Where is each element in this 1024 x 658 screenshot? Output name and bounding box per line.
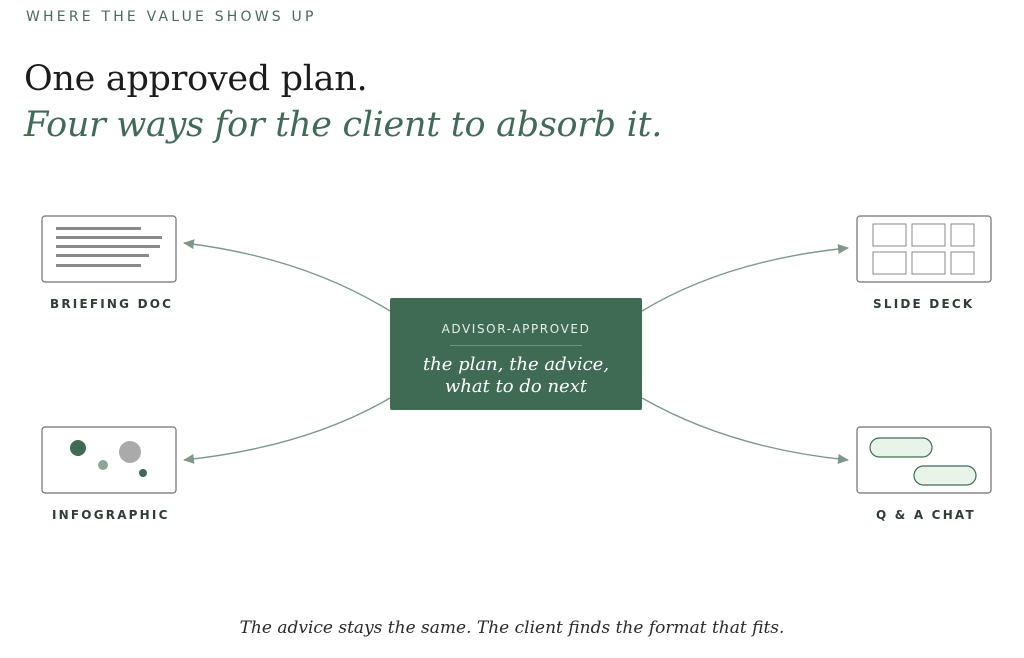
qa-chat-label: Q & A CHAT — [876, 508, 976, 522]
center-description-line-1: the plan, the advice, — [422, 354, 610, 375]
advisor-approved-label: ADVISOR-APPROVED — [441, 322, 591, 336]
footer-caption: The advice stays the same. The client fi… — [239, 618, 785, 638]
page-title: One approved plan. — [24, 59, 368, 99]
section-eyebrow: WHERE THE VALUE SHOWS UP — [26, 9, 317, 25]
slide-deck-icon — [856, 215, 992, 283]
arrow-to-infographic — [183, 397, 391, 464]
arrow-to-qa-chat — [641, 397, 849, 464]
infographic-icon — [41, 426, 177, 494]
arrow-to-briefing-doc — [183, 239, 391, 312]
center-description-line-2: what to do next — [444, 376, 588, 397]
center-description: the plan, the advice, what to do next — [390, 354, 642, 398]
page-subtitle: Four ways for the client to absorb it. — [24, 105, 663, 145]
center-divider — [450, 345, 582, 346]
qa-chat-icon — [856, 426, 992, 494]
arrow-to-slide-deck — [641, 244, 849, 312]
infographic-label: INFOGRAPHIC — [52, 508, 170, 522]
slide-deck-label: SLIDE DECK — [873, 297, 975, 311]
briefing-doc-icon — [41, 215, 177, 283]
briefing-doc-label: BRIEFING DOC — [50, 297, 174, 311]
advisor-approved-box: ADVISOR-APPROVED the plan, the advice, w… — [390, 298, 642, 410]
